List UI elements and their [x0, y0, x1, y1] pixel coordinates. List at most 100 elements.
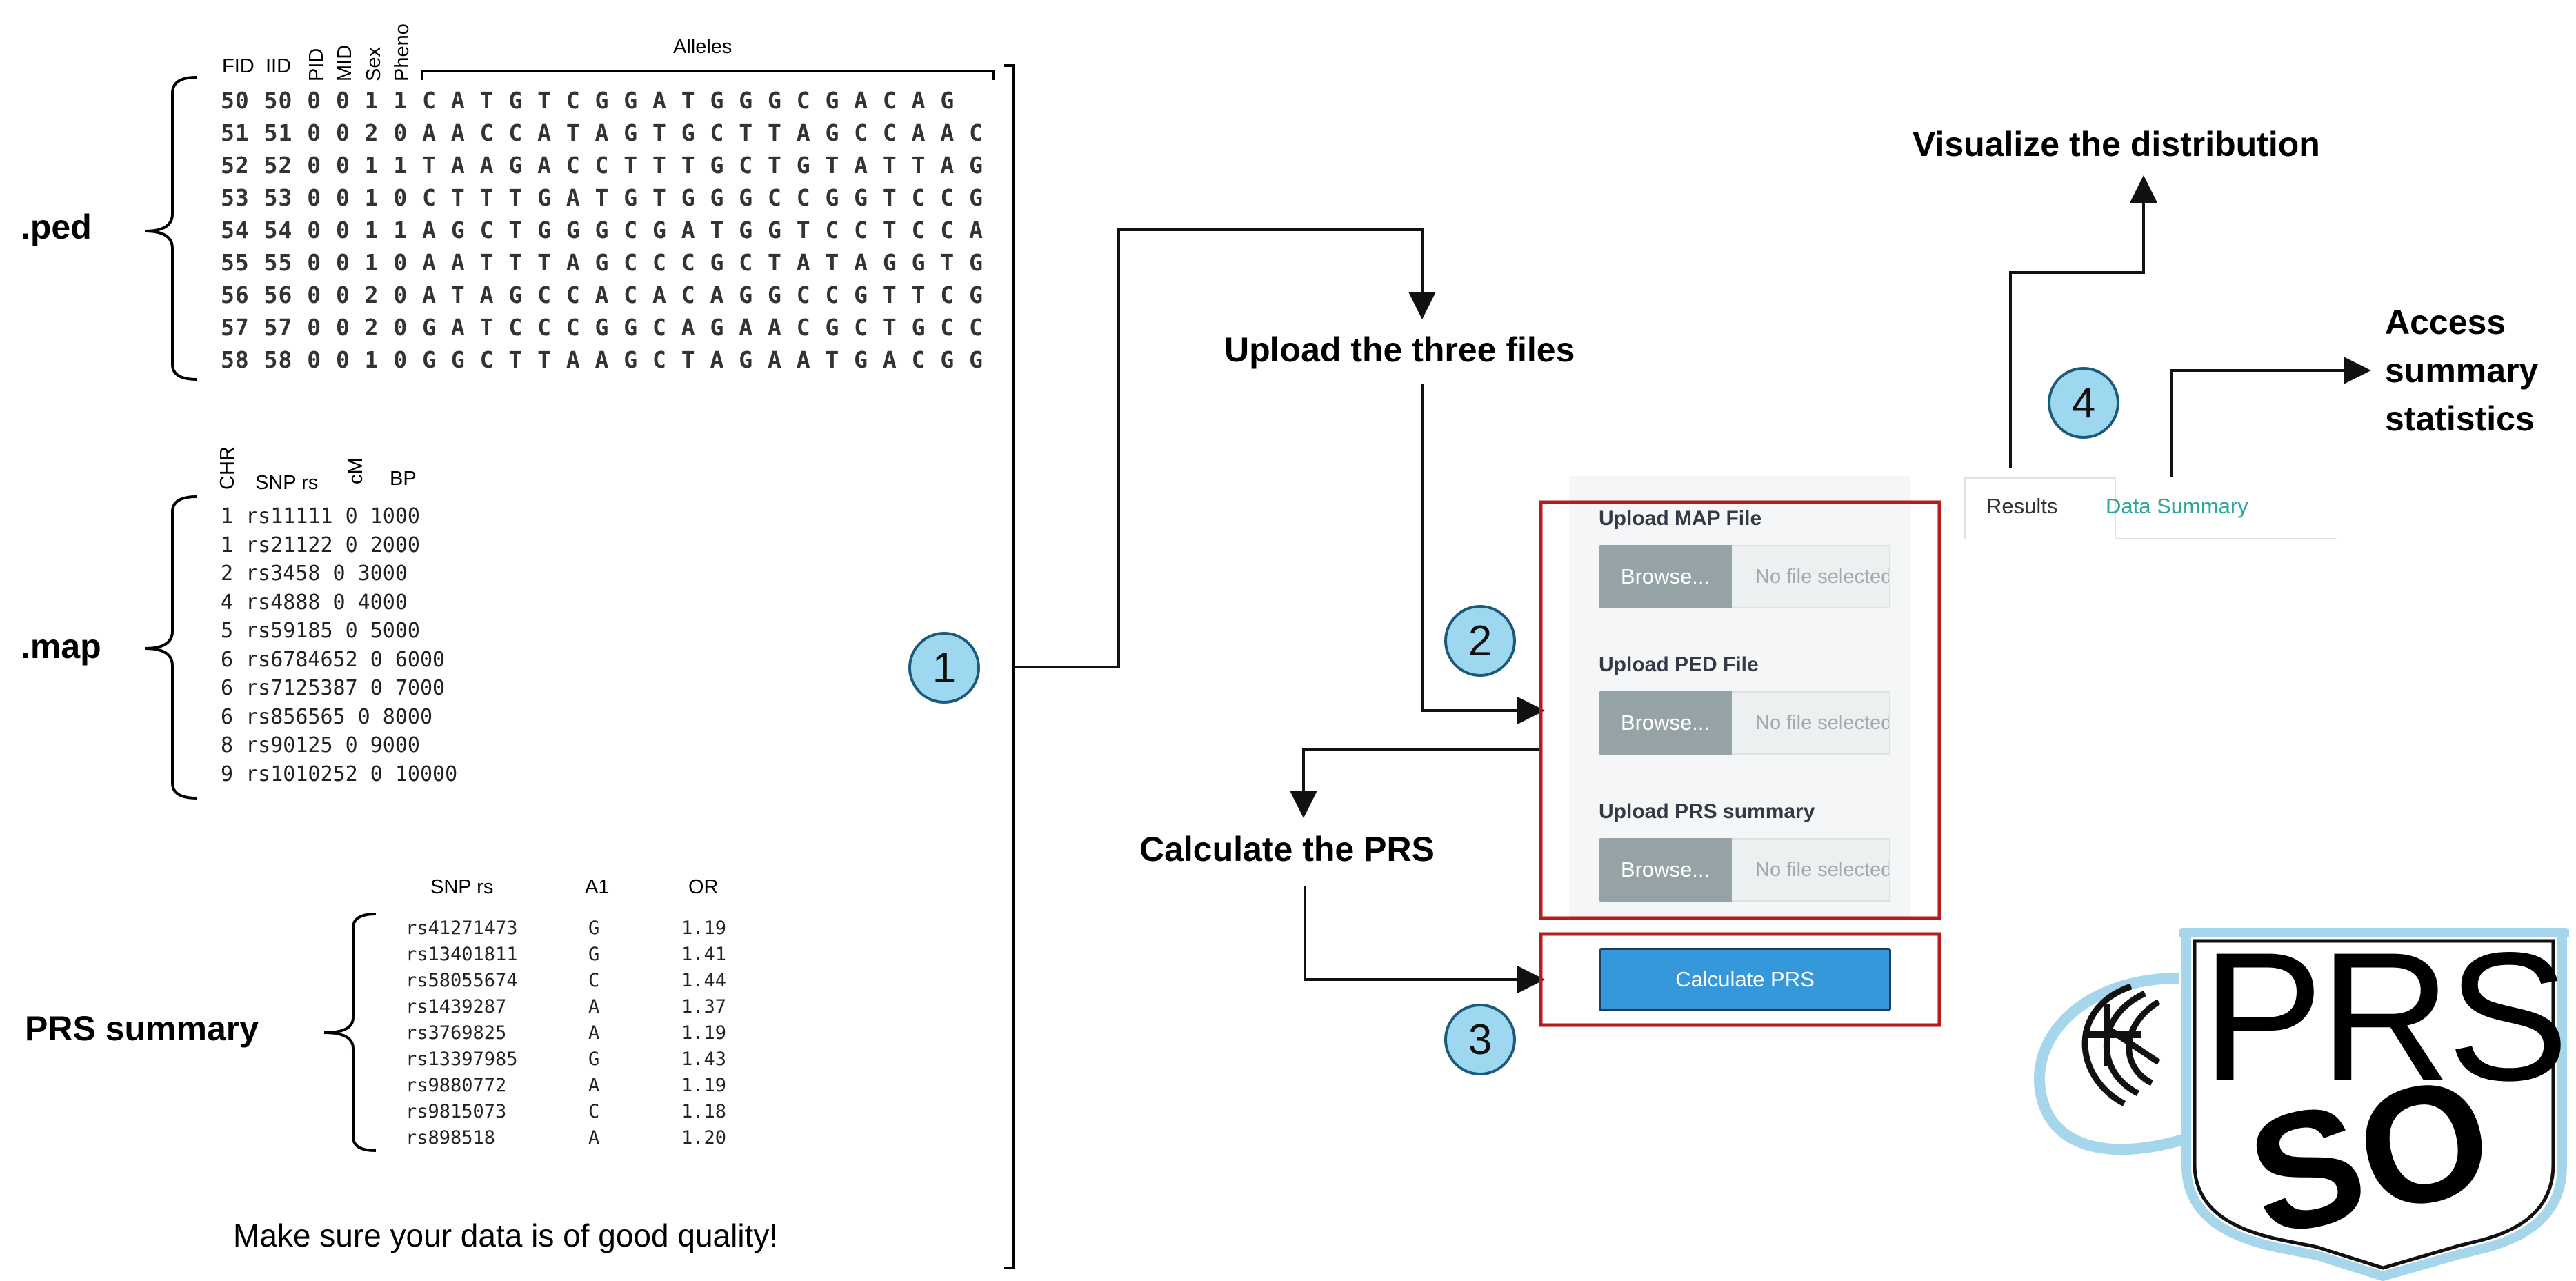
prs-a1: A	[588, 1075, 600, 1096]
ped-row: 57 57 0 0 2 0 G A T C C C G G C A G A A …	[221, 314, 984, 341]
step-summary-line3: statistics	[2385, 399, 2535, 438]
prs-col-header: SNP rs	[430, 876, 494, 898]
connector-to-upload	[1015, 228, 1436, 668]
upload-highlight-box	[1539, 500, 1941, 920]
step-summary-line2: summary	[2385, 351, 2539, 390]
tabs-bar: Results Data Summary	[1964, 477, 2337, 539]
map-header-bp: BP	[390, 468, 417, 490]
connector-upload-to-panel	[1421, 384, 1545, 724]
prs-or: 1.41	[681, 944, 727, 965]
map-row: 1 rs11111 0 1000	[221, 504, 420, 528]
ped-row: 53 53 0 0 1 0 C T T T G A T G T G G G C …	[221, 184, 984, 211]
ped-row: 55 55 0 0 1 0 A A T T T A G C C C G C T …	[221, 249, 984, 276]
ped-row: 58 58 0 0 1 0 G G C T T A A G C T A G A …	[221, 346, 984, 373]
calculate-highlight-box	[1539, 932, 1941, 1027]
step-3-badge: 3	[1444, 1004, 1516, 1075]
logo-text-top: PRS	[2201, 915, 2565, 1119]
map-row: 2 rs3458 0 3000	[221, 562, 408, 586]
ped-header-fid: FID	[222, 55, 254, 77]
prs-snp: rs58055674	[406, 970, 518, 991]
table-row: rs1439287 A 1.37	[406, 996, 819, 1022]
ped-table: 50 50 0 0 1 1 C A T G T C G G A T G G G …	[221, 84, 984, 376]
prs-snp: rs1439287	[406, 996, 507, 1017]
step-upload-label: Upload the three files	[1224, 330, 1575, 369]
prs-snp: rs13401811	[406, 944, 518, 965]
map-row: 6 rs6784652 0 6000	[221, 647, 446, 672]
tab-data-summary[interactable]: Data Summary	[2106, 494, 2248, 518]
prs-or: 1.19	[681, 1022, 727, 1044]
prs-a1: G	[588, 944, 600, 965]
ped-row: 50 50 0 0 1 1 C A T G T C G G A T G G G …	[221, 87, 955, 114]
table-row: rs9880772 A 1.19	[406, 1075, 819, 1101]
map-header-snp: SNP rs	[255, 472, 319, 494]
connector-calc-to-button	[1304, 886, 1545, 993]
browse-ped-button[interactable]: Browse...	[1599, 691, 1732, 755]
map-row: 6 rs856565 0 8000	[221, 704, 433, 729]
tabs-underline	[2116, 538, 2337, 539]
quality-note: Make sure your data is of good quality!	[233, 1218, 779, 1253]
connector-summary-to-stats	[2170, 357, 2371, 477]
prs-a1: C	[588, 1101, 600, 1122]
table-row: rs13401811 G 1.41	[406, 944, 819, 970]
prs-a1: A	[588, 1127, 600, 1149]
connector-panel-to-calc	[1290, 748, 1539, 818]
map-row: 6 rs7125387 0 7000	[221, 676, 446, 700]
ped-label: .ped	[21, 208, 92, 246]
prsso-logo: PRS SO	[2033, 915, 2569, 1281]
tab-results[interactable]: Results	[1986, 494, 2058, 518]
map-label: .map	[21, 627, 101, 666]
tab-results-box	[1964, 477, 2116, 539]
map-row: 9 rs1010252 0 10000	[221, 762, 458, 786]
map-row: 8 rs90125 0 9000	[221, 733, 420, 757]
calculate-prs-button[interactable]: Calculate PRS	[1599, 948, 1891, 1011]
prs-a1: A	[588, 1022, 600, 1044]
alleles-bracket	[421, 70, 995, 80]
logo-body-inner	[2193, 939, 2555, 1270]
prs-file-field[interactable]: No file selected	[1732, 838, 1890, 902]
prs-snp: rs9880772	[406, 1075, 507, 1096]
ped-row: 56 56 0 0 2 0 A T A G C C A C A C A G G …	[221, 281, 984, 308]
logo-body-outline	[2181, 928, 2567, 1281]
connector-results-to-visualize	[2009, 175, 2157, 468]
table-row: rs3769825 A 1.19	[406, 1022, 819, 1049]
prs-or: 1.44	[681, 970, 727, 991]
table-row: rs41271473 G 1.19	[406, 917, 819, 944]
step-2-badge: 2	[1444, 605, 1516, 677]
browse-prs-button[interactable]: Browse...	[1599, 838, 1732, 902]
upload-panel: Upload MAP File Browse... No file select…	[1569, 476, 1910, 917]
step-summary-label: Access summary statistics	[2385, 298, 2538, 443]
prs-or: 1.37	[681, 996, 727, 1017]
map-row: 1 rs21122 0 2000	[221, 533, 420, 557]
prs-or: 1.19	[681, 1075, 727, 1096]
ped-file-field[interactable]: No file selected	[1732, 691, 1890, 755]
browse-map-button[interactable]: Browse...	[1599, 545, 1732, 608]
files-bracket	[1004, 64, 1015, 1269]
map-table: 1 rs11111 0 1000 1 rs21122 0 2000 2 rs34…	[221, 502, 457, 788]
map-brace	[144, 495, 197, 800]
step-calculate-label: Calculate the PRS	[1139, 830, 1435, 868]
prs-snp: rs3769825	[406, 1022, 507, 1044]
prs-a1: A	[588, 996, 600, 1017]
map-row: 4 rs4888 0 4000	[221, 590, 408, 615]
prs-a1: G	[588, 1049, 600, 1070]
prs-snp: rs9815073	[406, 1101, 507, 1122]
step-1-badge: 1	[908, 632, 980, 704]
prs-a1: C	[588, 970, 600, 991]
prs-or: 1.19	[681, 917, 727, 939]
logo-cross	[2083, 1004, 2141, 1066]
step-4-badge: 4	[2048, 367, 2119, 439]
prs-snp: rs898518	[406, 1127, 496, 1149]
ped-row: 52 52 0 0 1 1 T A A G A C C T T T G C T …	[221, 152, 984, 179]
map-file-field[interactable]: No file selected	[1732, 545, 1890, 608]
prs-snp: rs13397985	[406, 1049, 518, 1070]
ped-header-iid: IID	[266, 55, 292, 77]
prs-a1: G	[588, 917, 600, 939]
prs-brace	[323, 913, 377, 1152]
map-row: 5 rs59185 0 5000	[221, 619, 420, 643]
upload-prs-label: Upload PRS summary	[1599, 800, 1815, 823]
prs-snp: rs41271473	[406, 917, 518, 939]
